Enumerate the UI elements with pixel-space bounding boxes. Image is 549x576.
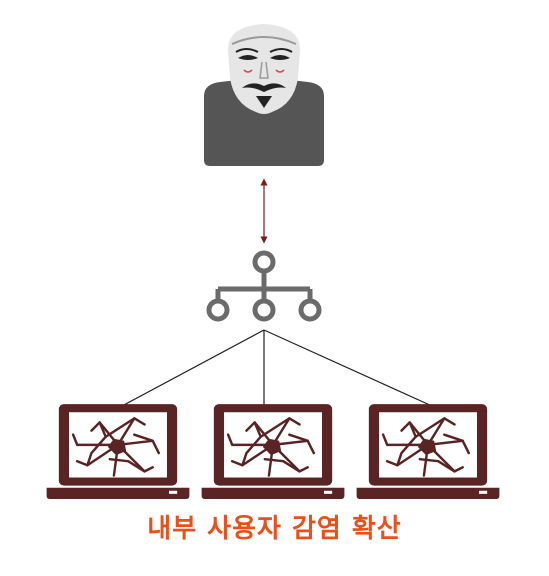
diagram-caption: 내부 사용자 감염 확산 — [147, 514, 402, 544]
connector-left — [121, 329, 265, 407]
broken-screen-laptop-icon — [200, 402, 346, 501]
connector-right — [263, 329, 433, 407]
broken-screen-laptop-icon — [355, 402, 501, 501]
broken-screen-laptop-icon — [45, 402, 191, 501]
hub-connectors — [121, 329, 433, 407]
anonymous-hacker-icon — [204, 24, 324, 166]
network-hub-icon — [206, 250, 322, 322]
